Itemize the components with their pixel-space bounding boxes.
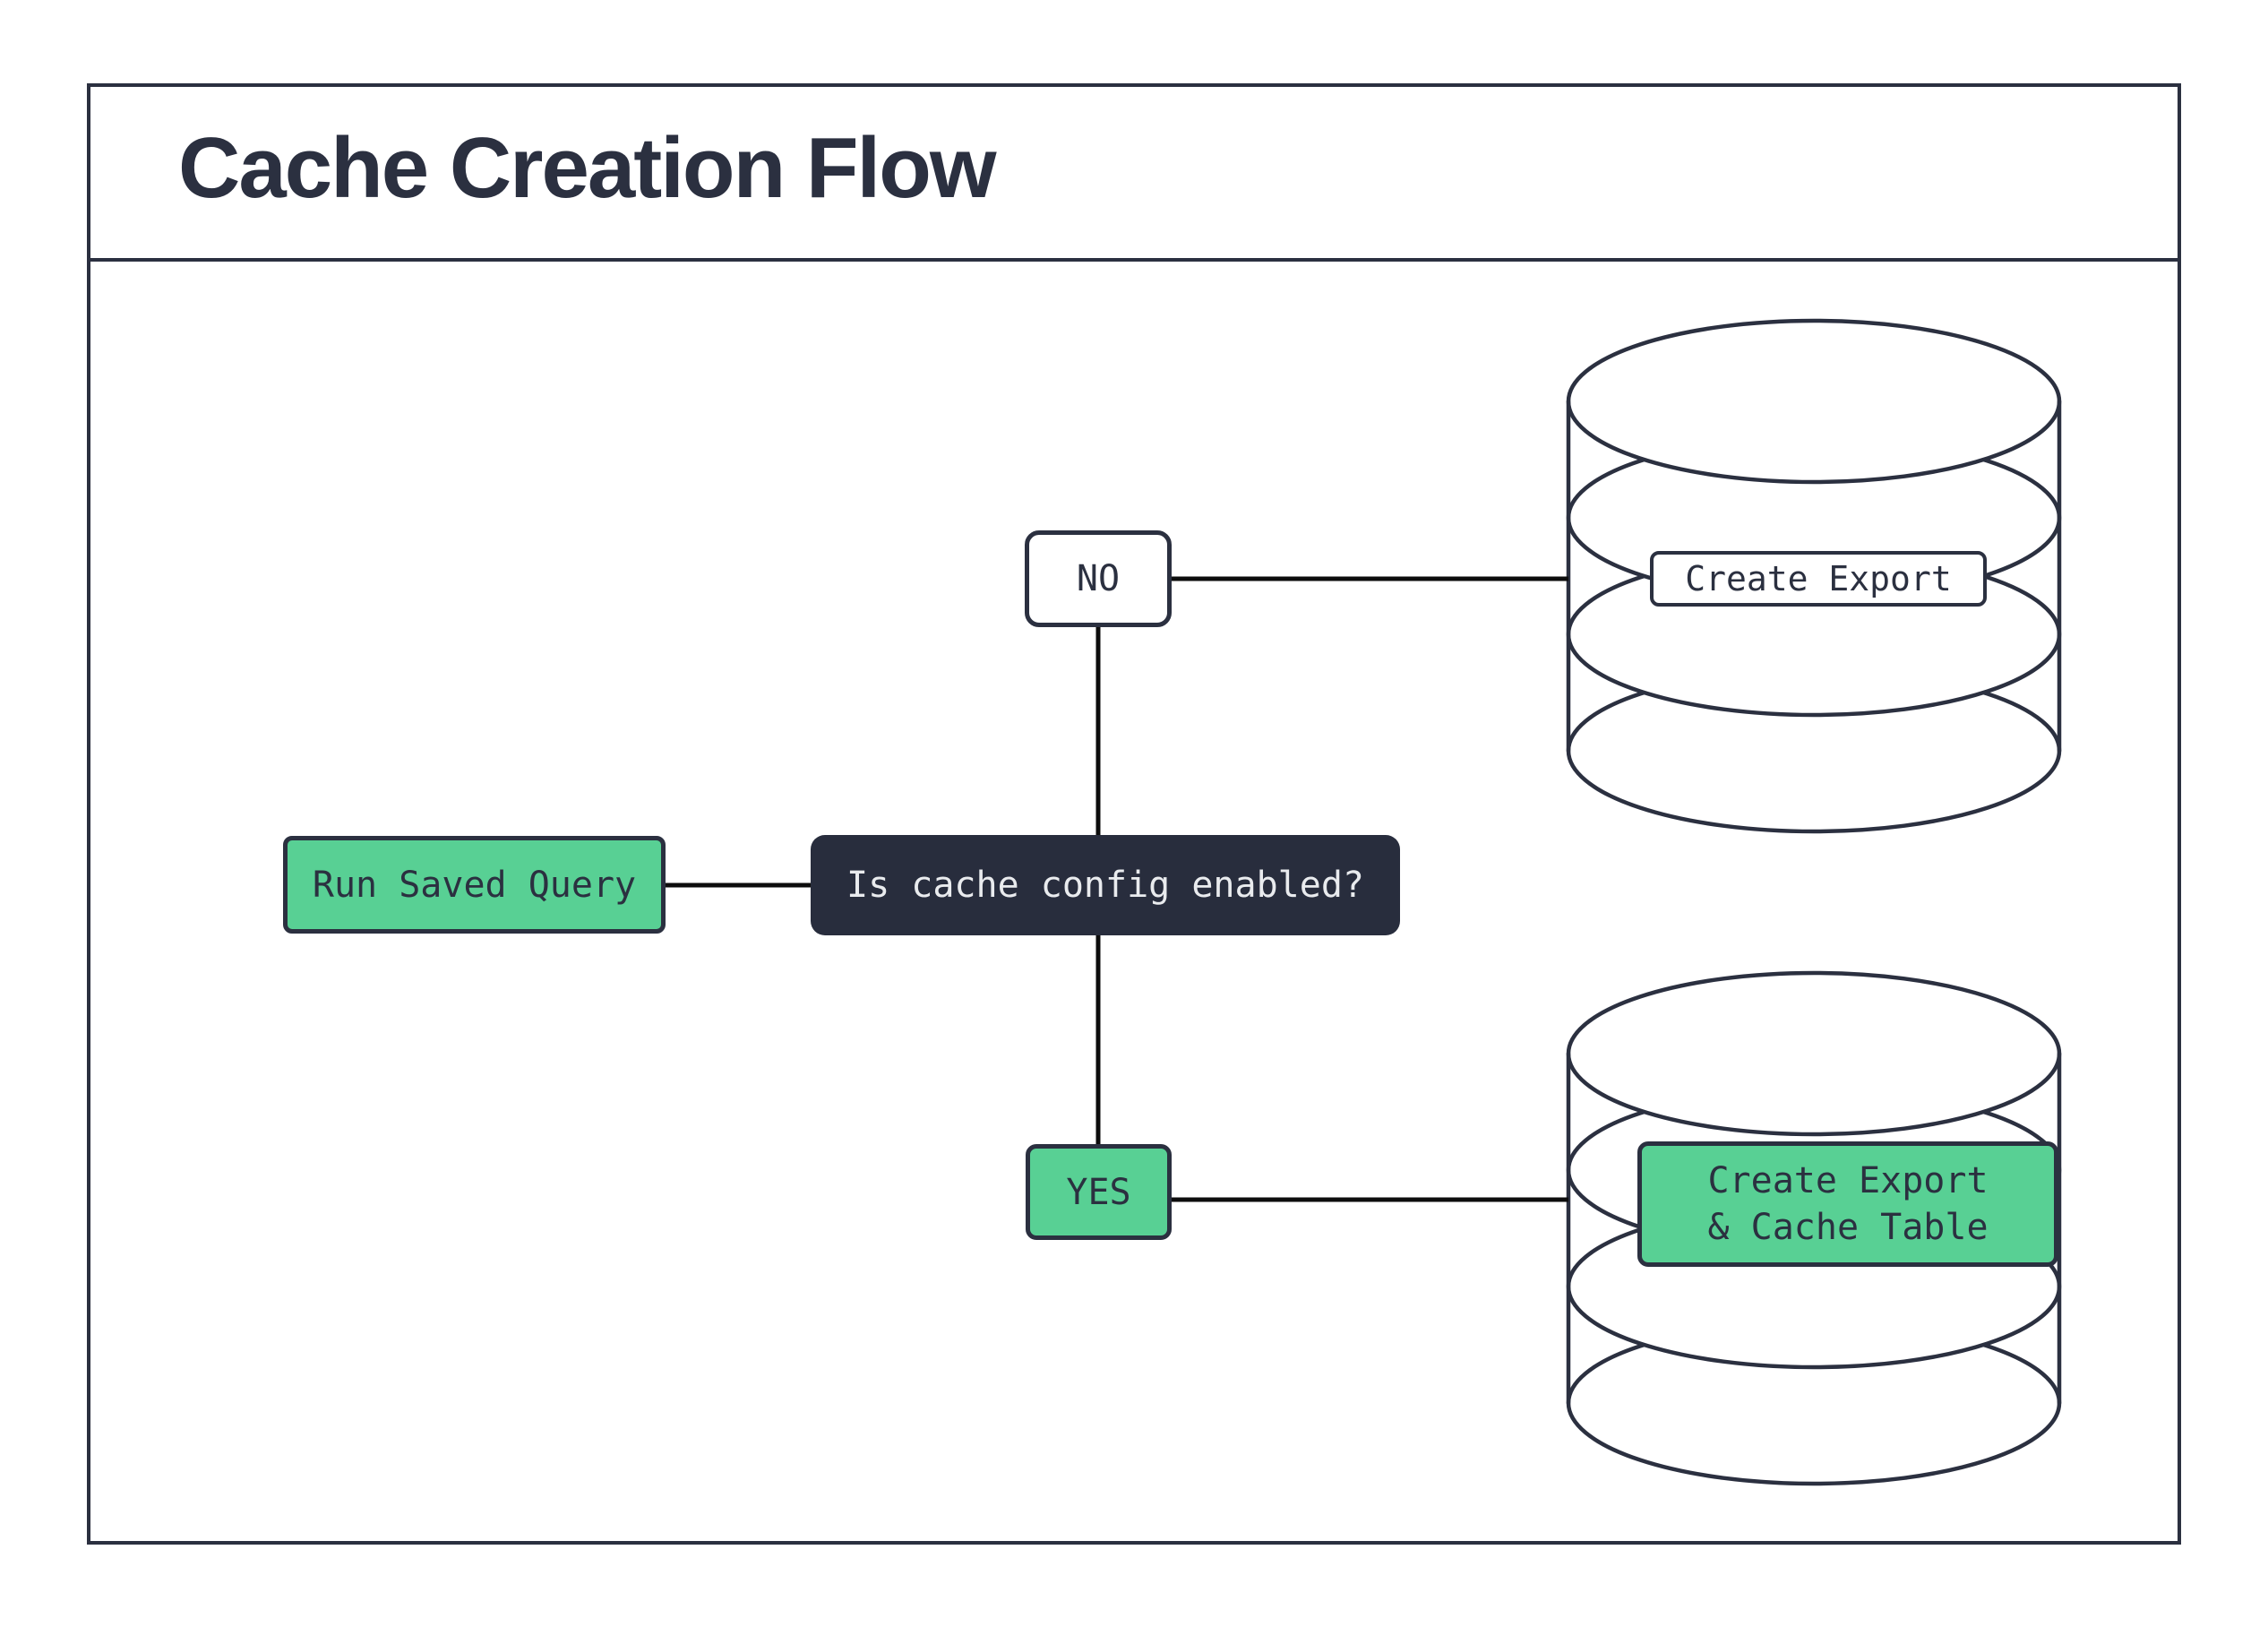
node-create-export-label: Create Export xyxy=(1650,551,1987,607)
node-create-export-cache-label: Create Export & Cache Table xyxy=(1637,1141,2058,1267)
node-cache-config-decision: Is cache config enabled? xyxy=(811,835,1400,935)
diagram-frame xyxy=(87,83,2181,1545)
header-divider xyxy=(87,258,2181,262)
cache-label-line1: Create Export xyxy=(1707,1160,1989,1201)
node-run-saved-query: Run Saved Query xyxy=(283,836,666,934)
node-branch-yes: YES xyxy=(1026,1144,1172,1240)
node-branch-no: NO xyxy=(1025,530,1172,627)
diagram-title: Cache Creation Flow xyxy=(178,120,996,216)
database-icon xyxy=(1566,318,2062,834)
cache-label-line2: & Cache Table xyxy=(1707,1207,1989,1248)
